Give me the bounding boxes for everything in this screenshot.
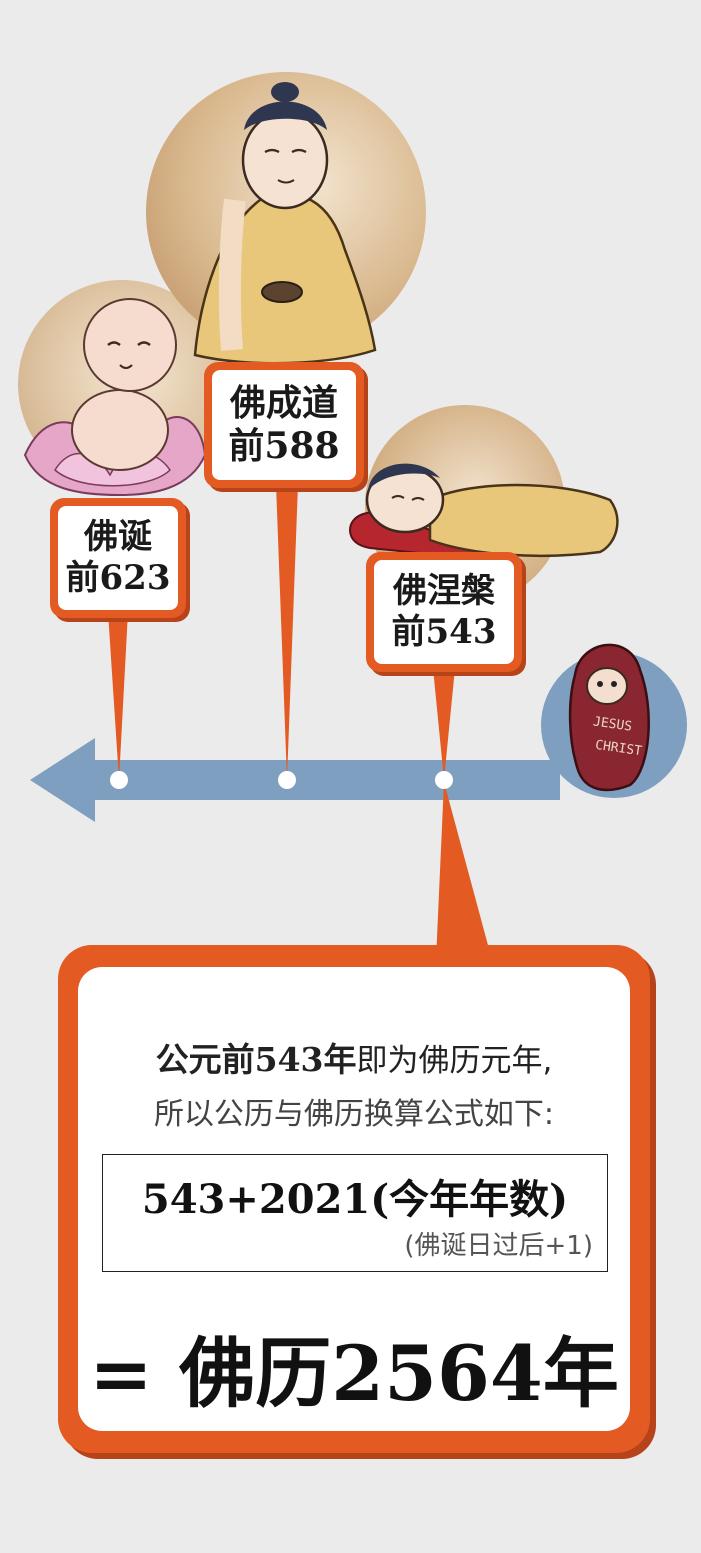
nirvana-callout: 佛涅槃 前543 [366, 552, 522, 672]
formula-text: 543+2021(今年年数) [141, 1176, 569, 1223]
enlightenment-dot [278, 771, 296, 789]
result-answer: = 佛历2564年 [89, 1329, 619, 1418]
nirvana-pointer [433, 668, 455, 780]
birth-pointer [108, 612, 128, 780]
birth-dot [110, 771, 128, 789]
result-statement-rest: 即为佛历元年, [356, 1043, 553, 1079]
baby-jesus-illustration: JESUS CHRIST [568, 643, 650, 792]
nirvana-callout-title: 佛涅槃 [393, 571, 495, 612]
nirvana-callout-year: 前543 [391, 612, 497, 652]
jesus-label-line2: CHRIST [594, 738, 643, 759]
formula-box: 543+2021(今年年数) (佛诞日过后+1) [102, 1154, 608, 1272]
result-statement-bold: 公元前543年 [155, 1040, 357, 1079]
birth-callout-year: 前623 [65, 558, 171, 598]
result-pointer [436, 782, 492, 960]
birth-callout-title: 佛诞 [84, 517, 152, 558]
enlightenment-callout-year: 前588 [228, 425, 340, 467]
enlightenment-pointer [276, 484, 298, 780]
result-explanation: 所以公历与佛历换算公式如下: [153, 1097, 555, 1132]
enlightenment-callout-title: 佛成道 [229, 381, 338, 424]
birth-callout: 佛诞 前623 [50, 498, 186, 618]
result-statement: 公元前543年即为佛历元年, [78, 1033, 630, 1081]
jesus-label-line1: JESUS [592, 714, 633, 734]
formula-note: (佛诞日过后+1) [404, 1231, 593, 1261]
reclining-buddha-illustration [348, 463, 619, 560]
baby-buddha-illustration [23, 298, 207, 497]
result-callout: 公元前543年即为佛历元年, 所以公历与佛历换算公式如下: 543+2021(今… [58, 945, 650, 1453]
seated-buddha-illustration [193, 82, 377, 365]
enlightenment-callout: 佛成道 前588 [204, 362, 364, 488]
nirvana-dot [435, 771, 453, 789]
